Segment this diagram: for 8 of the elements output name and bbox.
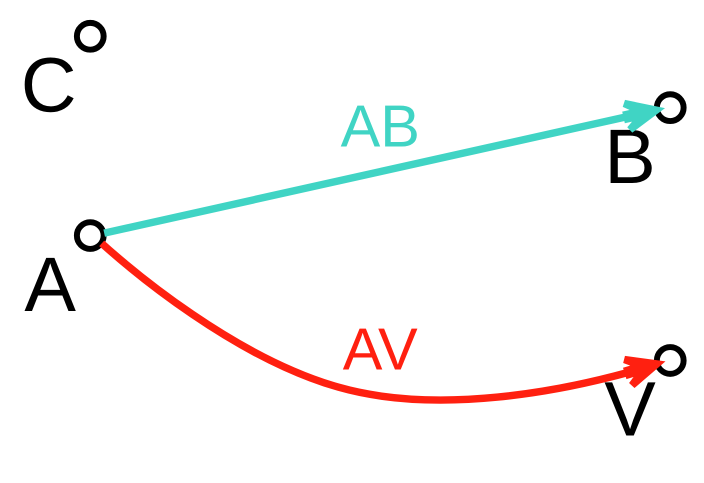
node-circle — [74, 219, 107, 252]
node-circle — [74, 20, 107, 53]
node-label: A — [24, 242, 76, 328]
node-label: C — [20, 42, 77, 129]
node-label: V — [604, 366, 656, 453]
edge-label: AV — [342, 315, 418, 382]
node-circle — [654, 91, 687, 124]
node-circle — [654, 344, 687, 377]
